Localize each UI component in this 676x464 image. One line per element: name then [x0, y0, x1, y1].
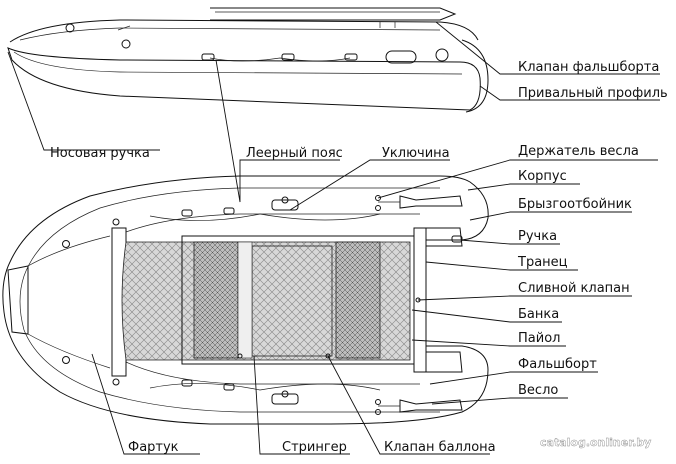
label-tube-valve: Клапан баллона — [384, 440, 496, 455]
label-hull: Корпус — [518, 169, 567, 184]
label-handle: Ручка — [518, 229, 557, 244]
label-drain-valve: Сливной клапан — [518, 281, 630, 296]
label-bow-handle: Носовая ручка — [50, 146, 150, 161]
labels: Клапан фальшборта Привальный профиль Нос… — [50, 60, 668, 455]
label-oar: Весло — [518, 383, 558, 398]
label-lifeline: Леерный пояс — [246, 146, 343, 161]
label-bench: Банка — [518, 307, 559, 322]
label-transom-valve: Клапан фальшборта — [518, 60, 659, 75]
label-gunwale: Фальшборт — [518, 357, 597, 372]
leader-lines — [7, 21, 660, 455]
label-apron: Фартук — [128, 440, 179, 455]
label-oarlock: Уключина — [382, 146, 450, 161]
label-transom: Транец — [517, 255, 568, 270]
label-mooring-profile: Привальный профиль — [518, 86, 668, 101]
side-view — [7, 7, 489, 113]
label-stringer: Стрингер — [282, 440, 347, 455]
label-spray-deflector: Брызгоотбойник — [518, 197, 632, 212]
label-floor: Пайол — [518, 331, 560, 346]
label-oar-holder: Держатель весла — [518, 144, 639, 159]
top-view — [2, 175, 489, 425]
watermark: catalog.onliner.by — [540, 436, 651, 449]
